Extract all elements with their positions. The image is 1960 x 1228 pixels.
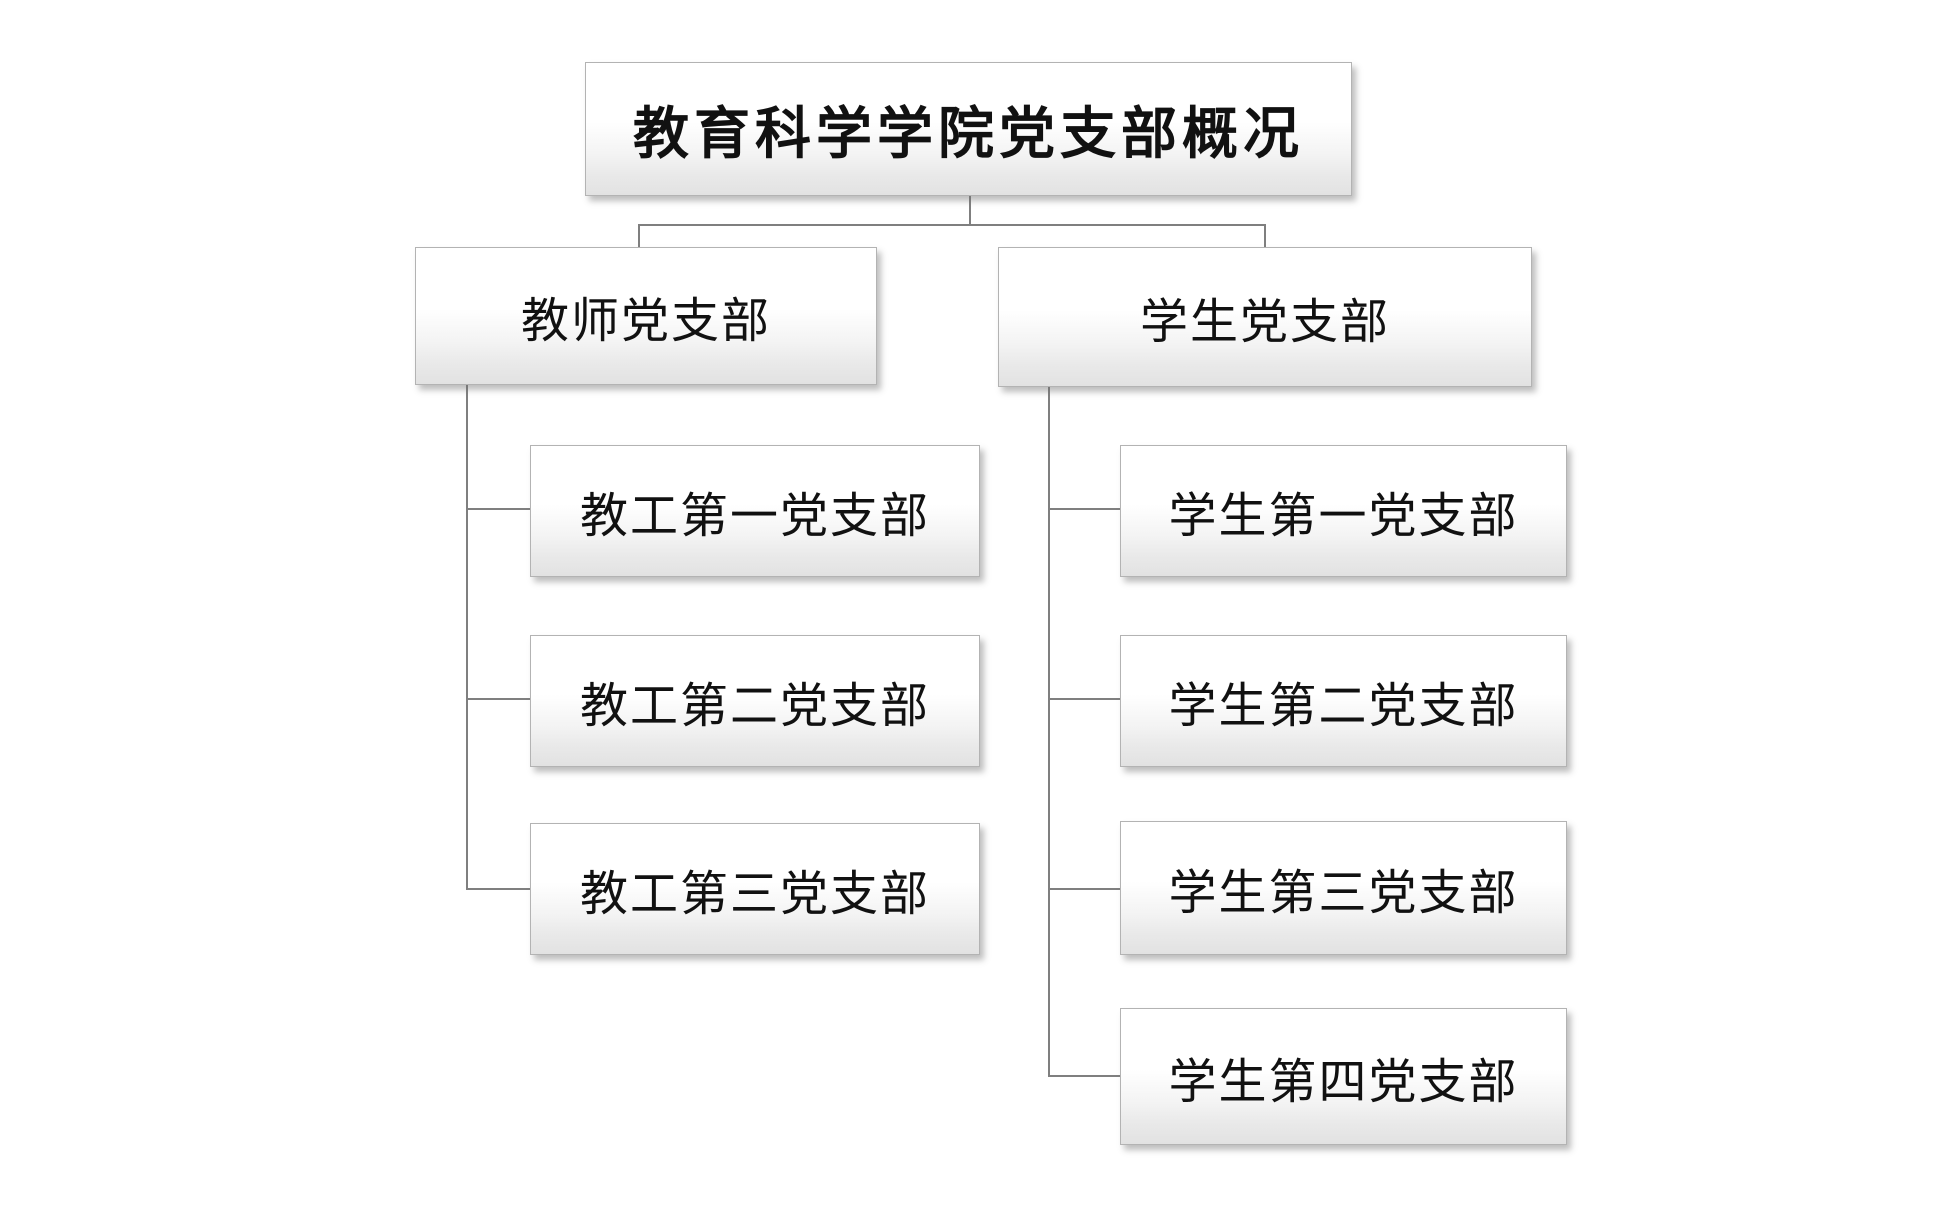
org-node-student-sub-3: 学生第三党支部 [1120, 821, 1567, 955]
org-node-teacher-branch: 教师党支部 [415, 247, 877, 385]
connector-stub-teacher-3 [466, 888, 530, 890]
connector-drop-student [1264, 224, 1266, 250]
org-node-student-sub-4: 学生第四党支部 [1120, 1008, 1567, 1145]
connector-stub-student-4 [1048, 1075, 1120, 1077]
org-node-student-branch: 学生党支部 [998, 247, 1532, 387]
org-node-student-sub-2: 学生第二党支部 [1120, 635, 1567, 767]
connector-stub-teacher-2 [466, 698, 530, 700]
connector-stub-student-1 [1048, 508, 1120, 510]
connector-student-trunk [1048, 386, 1050, 1077]
connector-stub-student-2 [1048, 698, 1120, 700]
connector-teacher-trunk [466, 384, 468, 890]
org-node-teacher-sub-2: 教工第二党支部 [530, 635, 980, 767]
connector-stub-teacher-1 [466, 508, 530, 510]
connector-title-stem [969, 196, 971, 226]
connector-drop-teacher [638, 224, 640, 250]
org-node-teacher-sub-1: 教工第一党支部 [530, 445, 980, 577]
connector-stub-student-3 [1048, 888, 1120, 890]
connector-level1-crossbar [638, 224, 1266, 226]
org-node-root-title: 教育科学学院党支部概况 [585, 62, 1352, 196]
org-node-student-sub-1: 学生第一党支部 [1120, 445, 1567, 577]
org-node-teacher-sub-3: 教工第三党支部 [530, 823, 980, 955]
